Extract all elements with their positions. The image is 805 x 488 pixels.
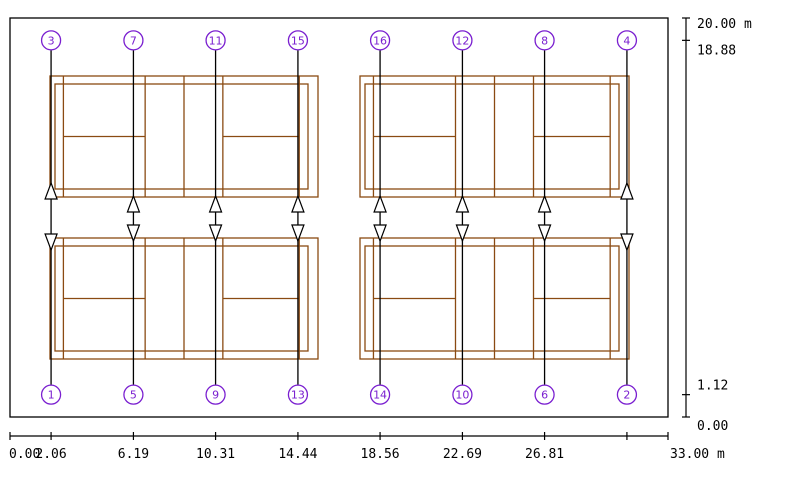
x-axis-tick-label: 10.31 <box>196 447 235 462</box>
block-inner <box>364 245 620 352</box>
node-marker: 12 <box>452 30 473 51</box>
node-marker-circle <box>287 30 309 51</box>
node-marker-label: 13 <box>291 389 305 402</box>
node-marker-circle <box>205 384 226 405</box>
block-inner <box>54 245 309 352</box>
node-marker-label: 14 <box>373 389 387 402</box>
node-marker-circle <box>534 384 555 405</box>
arrow-down-icon <box>126 224 141 243</box>
outer-frame <box>9 17 669 418</box>
node-marker-circle <box>452 30 473 51</box>
node-marker-circle <box>123 384 144 405</box>
node-marker: 9 <box>205 384 226 405</box>
arrow-up-icon <box>373 194 387 213</box>
node-marker-label: 1 <box>48 389 55 402</box>
node-marker: 5 <box>123 384 144 405</box>
arrow-up-icon <box>455 194 470 213</box>
node-marker-circle <box>452 384 473 405</box>
node-marker-label: 15 <box>291 34 305 47</box>
node-marker-circle <box>534 30 555 51</box>
node-marker: 8 <box>534 30 555 51</box>
x-axis-tick-label: 33.00 m <box>670 447 725 462</box>
y-axis-tick-label: 0.00 <box>697 419 728 434</box>
arrow-down-icon <box>620 233 634 252</box>
x-axis-tick-label: 26.81 <box>525 447 564 462</box>
node-marker-label: 16 <box>373 34 387 47</box>
block-inner <box>364 83 620 190</box>
arrow-up-icon <box>126 194 141 213</box>
node-marker-circle <box>40 384 62 405</box>
x-axis-tick-label: 14.44 <box>278 447 317 462</box>
node-marker-circle <box>287 384 309 405</box>
x-axis-tick-label: 22.69 <box>443 447 482 462</box>
node-marker-label: 9 <box>212 389 219 402</box>
structure-block-3 <box>49 237 319 360</box>
node-marker: 6 <box>534 384 555 405</box>
arrow-up-icon <box>537 194 552 213</box>
node-marker: 11 <box>205 30 226 51</box>
node-marker-label: 8 <box>541 34 548 47</box>
node-marker-label: 4 <box>623 34 630 47</box>
arrow-up-icon <box>44 181 58 200</box>
block-inner <box>54 83 309 190</box>
node-marker-circle <box>40 30 62 51</box>
structure-group <box>49 75 630 360</box>
arrow-down-icon <box>537 224 552 243</box>
node-marker: 4 <box>616 30 638 51</box>
arrow-up-icon <box>208 194 223 213</box>
node-marker: 13 <box>287 384 309 405</box>
node-marker-circle <box>369 384 391 405</box>
structure-block-4 <box>359 237 630 360</box>
node-marker: 15 <box>287 30 309 51</box>
node-marker-circle <box>123 30 144 51</box>
x-axis-tick-label: 18.56 <box>361 447 400 462</box>
node-marker-label: 7 <box>130 34 137 47</box>
arrow-down-icon <box>208 224 223 243</box>
node-marker: 14 <box>369 384 391 405</box>
x-axis-tick-label: 0.00 <box>9 447 40 462</box>
arrow-up-icon <box>291 194 305 213</box>
structure-block-1 <box>49 75 319 198</box>
node-marker-circle <box>616 384 638 405</box>
node-marker-label: 11 <box>209 34 223 47</box>
node-marker-circle <box>205 30 226 51</box>
y-axis-tick-label: 1.12 <box>697 379 728 394</box>
node-marker-circle <box>616 30 638 51</box>
structure-block-2 <box>359 75 630 198</box>
arrow-down-icon <box>373 224 387 243</box>
y-axis-tick-label: 18.88 <box>697 43 736 58</box>
node-marker: 2 <box>616 384 638 405</box>
node-marker: 10 <box>452 384 473 405</box>
node-marker: 3 <box>40 30 62 51</box>
node-marker: 1 <box>40 384 62 405</box>
y-axis-tick-label: 20.00 m <box>697 17 752 32</box>
node-marker-label: 12 <box>455 34 469 47</box>
node-marker-label: 5 <box>130 389 137 402</box>
node-marker-label: 6 <box>541 389 548 402</box>
node-marker-label: 10 <box>455 389 469 402</box>
node-marker-circle <box>369 30 391 51</box>
arrow-down-icon <box>455 224 470 243</box>
node-marker-label: 2 <box>623 389 630 402</box>
x-axis-tick-label: 6.19 <box>118 447 149 462</box>
arrow-up-icon <box>620 181 634 200</box>
node-marker: 16 <box>369 30 391 51</box>
x-axis-tick-label: 2.06 <box>35 447 66 462</box>
node-marker: 7 <box>123 30 144 51</box>
arrow-down-icon <box>44 233 58 252</box>
node-marker-label: 3 <box>48 34 55 47</box>
arrow-down-icon <box>291 224 305 243</box>
